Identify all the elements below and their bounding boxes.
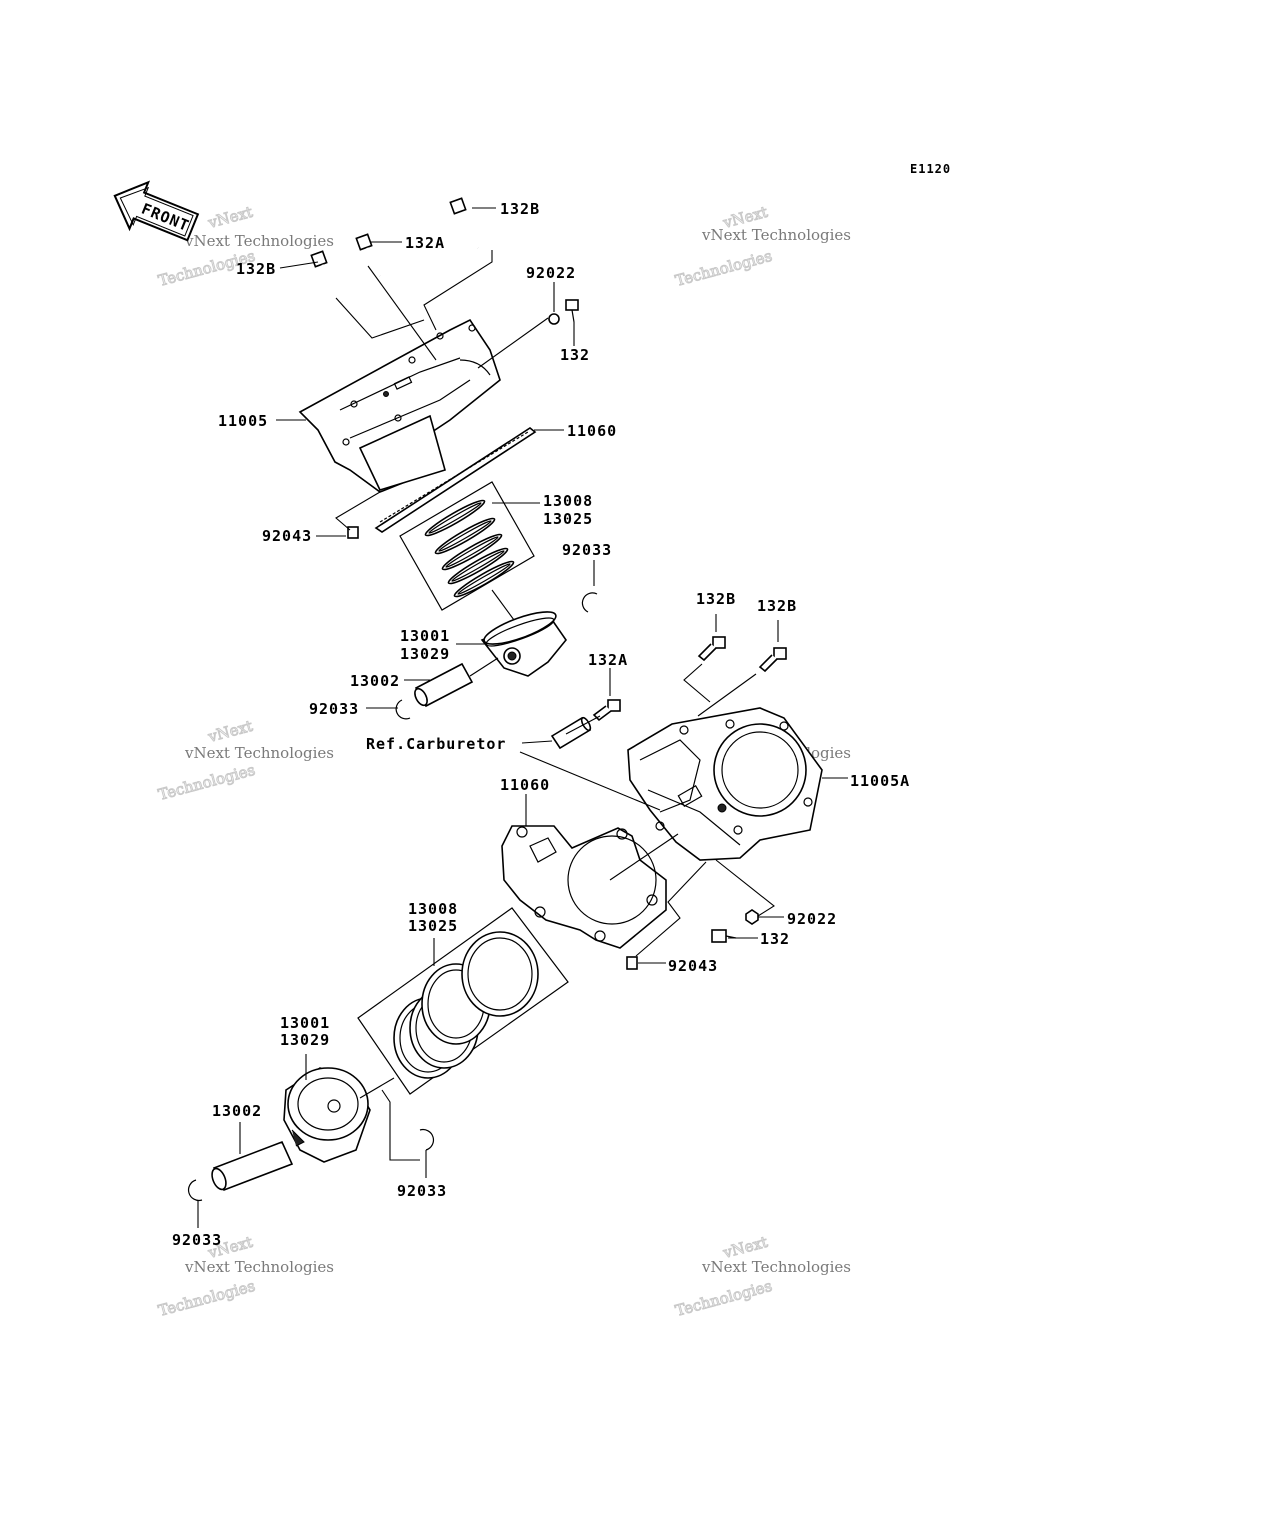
watermark-bottom-right: vNext vNext Technologies Technologies (673, 1232, 851, 1320)
label-ref-carburetor: Ref.Carburetor (366, 735, 506, 753)
label-92043-top: 92043 (262, 527, 312, 545)
piston-rings-upper (399, 481, 535, 611)
label-92033-left-bottom: 92033 (172, 1231, 222, 1249)
label-132A-top: 132A (405, 234, 445, 252)
bolt-132-bottom (711, 929, 737, 943)
piston-rings-lower (357, 907, 569, 1095)
label-11060-top: 11060 (567, 422, 617, 440)
label-132B-left: 132B (236, 260, 276, 278)
cylinder-lower (627, 707, 823, 861)
label-92043-bottom: 92043 (668, 957, 718, 975)
svg-text:vNext Technologies: vNext Technologies (701, 1258, 851, 1276)
front-arrow-icon: FRONT (113, 180, 200, 242)
svg-text:Technologies: Technologies (156, 761, 257, 804)
svg-text:Technologies: Technologies (673, 247, 774, 290)
washer-92022-top (548, 313, 560, 325)
label-13029-bottom: 13029 (280, 1031, 330, 1049)
label-13001-bottom: 13001 (280, 1014, 330, 1032)
svg-text:vNext Technologies: vNext Technologies (184, 744, 334, 762)
label-13002-bottom: 13002 (212, 1102, 262, 1120)
watermark-top-right: vNext vNext Technologies Technologies (673, 202, 851, 290)
label-13025-bottom: 13025 (408, 917, 458, 935)
bolt-132B-mid1 (697, 636, 726, 662)
piston-lower (283, 1067, 371, 1163)
svg-text:vNext Technologies: vNext Technologies (184, 232, 334, 250)
label-132B-top: 132B (500, 200, 540, 218)
label-92033-mid-bottom: 92033 (397, 1182, 447, 1200)
part-labels: 132B 132A 132B 92022 132 11005 11060 130… (172, 200, 910, 1249)
washer-92022-bottom (745, 909, 759, 925)
circlip-92033-right-top (581, 592, 598, 613)
label-13029-top: 13029 (400, 645, 450, 663)
label-132B-mid1: 132B (696, 590, 736, 608)
circlip-92033-left-bottom (187, 1179, 203, 1202)
gasket-lower (501, 825, 667, 949)
circlip-92033-mid-bottom (419, 1128, 435, 1151)
gasket-upper (374, 427, 537, 533)
svg-text:vNext: vNext (205, 203, 254, 232)
svg-text:Technologies: Technologies (156, 1277, 257, 1320)
dowel-92043-bottom (626, 956, 638, 970)
label-11060-bottom: 11060 (500, 776, 550, 794)
svg-text:vNext Technologies: vNext Technologies (701, 226, 851, 244)
piston-pin-upper (414, 662, 474, 708)
bolt-132-top (565, 299, 579, 323)
diagram-code: E1120 (910, 162, 951, 176)
svg-text:vNext: vNext (205, 717, 254, 746)
bolt-132B-mid2 (758, 647, 787, 673)
piston-upper (480, 611, 568, 677)
cylinder-upper (298, 197, 579, 493)
label-92033-left-top: 92033 (309, 700, 359, 718)
label-13025-top: 13025 (543, 510, 593, 528)
label-92022-bottom: 92022 (787, 910, 837, 928)
label-92022-top: 92022 (526, 264, 576, 282)
label-13008-top: 13008 (543, 492, 593, 510)
label-13002-top: 13002 (350, 672, 400, 690)
label-132B-mid2: 132B (757, 597, 797, 615)
label-132-top: 132 (560, 346, 590, 364)
svg-text:vNext Technologies: vNext Technologies (184, 1258, 334, 1276)
label-11005A: 11005A (850, 772, 910, 790)
bolt-132A-top (355, 233, 382, 277)
label-11005: 11005 (218, 412, 268, 430)
leader-lines (197, 207, 848, 1228)
bolt-132B-top (449, 197, 480, 249)
watermark-mid-left: vNext vNext Technologies Technologies (156, 716, 334, 804)
label-92033-right-top: 92033 (562, 541, 612, 559)
label-13008-bottom: 13008 (408, 900, 458, 918)
dowel-92043-top (347, 526, 359, 539)
circlip-92033-left-top (395, 699, 411, 720)
label-132-bottom: 132 (760, 930, 790, 948)
carburetor-pipe (550, 716, 592, 750)
label-132A-mid: 132A (588, 651, 628, 669)
piston-pin-lower (211, 1140, 294, 1192)
label-13001-top: 13001 (400, 627, 450, 645)
svg-text:Technologies: Technologies (673, 1277, 774, 1320)
bolt-132B-left (310, 250, 344, 303)
